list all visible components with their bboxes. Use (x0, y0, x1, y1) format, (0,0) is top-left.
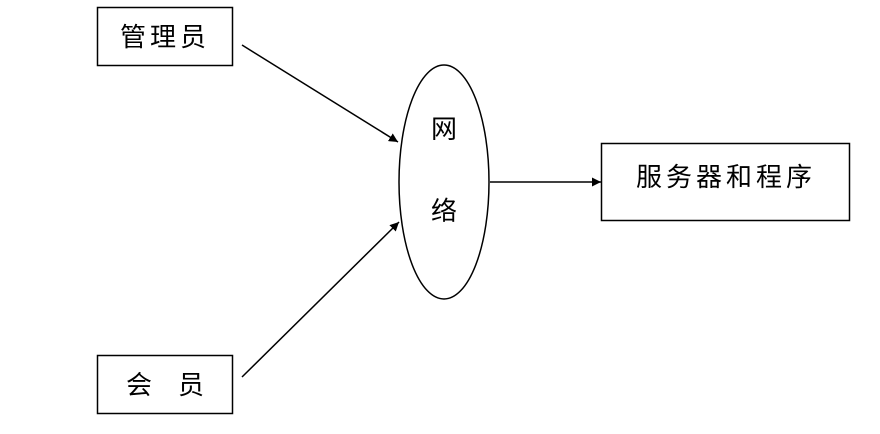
network-label-1: 网 (431, 115, 457, 145)
server-label: 服务器和程序 (636, 163, 816, 193)
member-label: 会 员 (126, 371, 204, 401)
admin-label: 管理员 (120, 23, 210, 53)
arrow-member-to-network (241, 221, 400, 378)
member-node: 会 员 (96, 354, 234, 415)
arrow-admin-to-network (241, 44, 399, 143)
network-node: 网 络 (398, 64, 490, 300)
admin-node: 管理员 (96, 6, 234, 67)
network-label-2: 络 (431, 197, 457, 227)
server-node: 服务器和程序 (600, 142, 851, 222)
